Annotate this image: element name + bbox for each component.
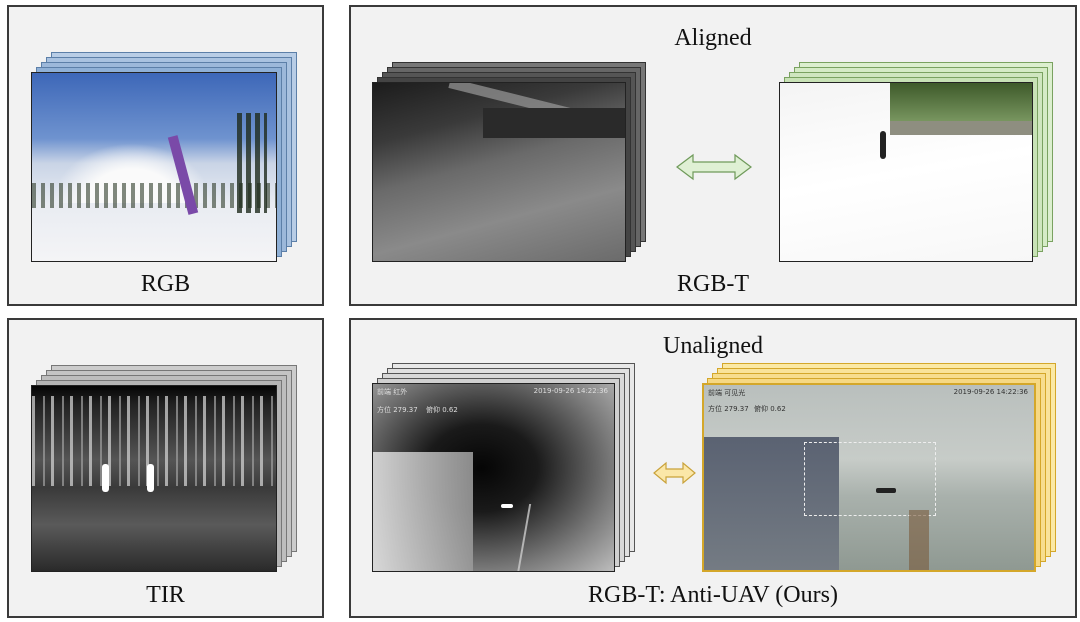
tir-caption: TIR xyxy=(146,582,185,608)
rgb-ski-image xyxy=(31,72,277,262)
vis-source-label: 前端 可见光 xyxy=(708,389,746,397)
ir-azimuth: 方位 279.37 xyxy=(377,406,418,414)
unaligned-double-arrow xyxy=(653,461,696,485)
ir-uav-image: 前端 红外 2019-09-26 14:22:36 方位 279.37 俯仰 0… xyxy=(372,383,615,572)
vis-elevation: 俯仰 0.62 xyxy=(754,405,786,413)
rgbt-caption: RGB-T xyxy=(677,271,749,297)
rgb-caption: RGB xyxy=(140,271,191,297)
vis-timestamp: 2019-09-26 14:22:36 xyxy=(953,388,1028,396)
aligned-double-arrow xyxy=(676,153,752,181)
vis-azimuth: 方位 279.37 xyxy=(708,405,749,413)
antiuav-caption: RGB-T: Anti-UAV (Ours) xyxy=(588,582,838,608)
ir-elevation: 俯仰 0.62 xyxy=(426,406,458,414)
visible-street-image xyxy=(779,82,1033,262)
ir-timestamp: 2019-09-26 14:22:36 xyxy=(533,387,608,395)
ir-source-label: 前端 红外 xyxy=(377,388,408,396)
visible-uav-image: 前端 可见光 2019-09-26 14:22:36 方位 279.37 俯仰 … xyxy=(702,383,1036,572)
aligned-title: Aligned xyxy=(674,25,752,51)
tir-forest-image xyxy=(31,385,277,572)
unaligned-title: Unaligned xyxy=(663,333,763,359)
thermal-street-image xyxy=(372,82,626,262)
